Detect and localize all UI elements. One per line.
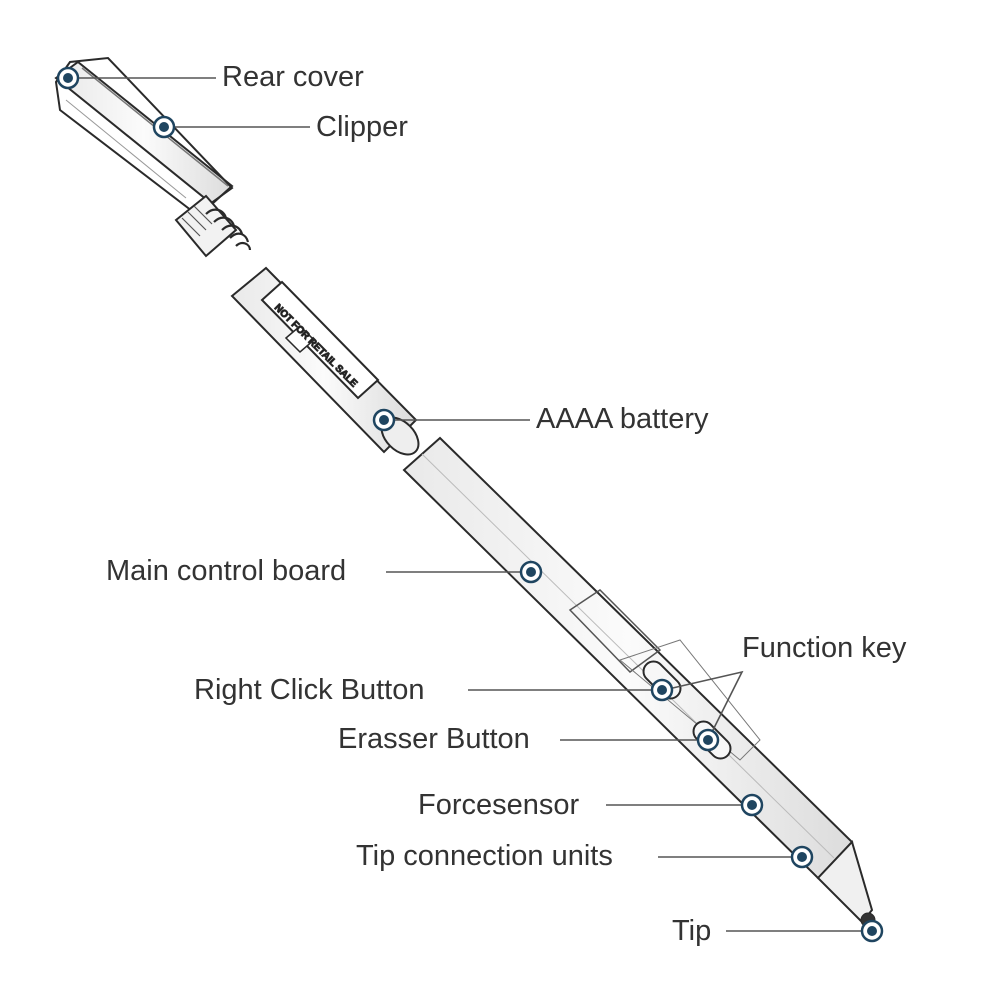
label-right-click-button: Right Click Button <box>194 674 425 706</box>
label-rear-cover: Rear cover <box>222 61 364 93</box>
battery-part: NOT FOR RETAIL SALE <box>230 266 420 456</box>
marker-right-click-button <box>650 678 674 702</box>
marker-erasser-button <box>696 728 720 752</box>
rear-cover-part <box>54 56 234 216</box>
label-function-key: Function key <box>742 632 907 664</box>
leader-function-key <box>663 670 744 741</box>
markers <box>56 66 884 943</box>
marker-forcesensor <box>740 793 764 817</box>
label-forcesensor: Forcesensor <box>418 789 580 821</box>
marker-clipper <box>152 115 176 139</box>
leader-lines <box>72 77 866 932</box>
marker-rear-cover <box>56 66 80 90</box>
marker-tip-connection-units <box>790 845 814 869</box>
marker-aaaa-battery <box>372 408 396 432</box>
label-main-control-board: Main control board <box>106 555 347 587</box>
marker-main-control-board <box>519 560 543 584</box>
label-tip-connection-units: Tip connection units <box>356 840 613 872</box>
label-tip: Tip <box>672 915 712 947</box>
label-clipper: Clipper <box>316 111 408 143</box>
marker-tip <box>860 919 884 943</box>
label-erasser-button: Erasser Button <box>338 723 530 755</box>
label-aaaa-battery: AAAA battery <box>536 403 709 435</box>
spring-part <box>174 194 252 258</box>
